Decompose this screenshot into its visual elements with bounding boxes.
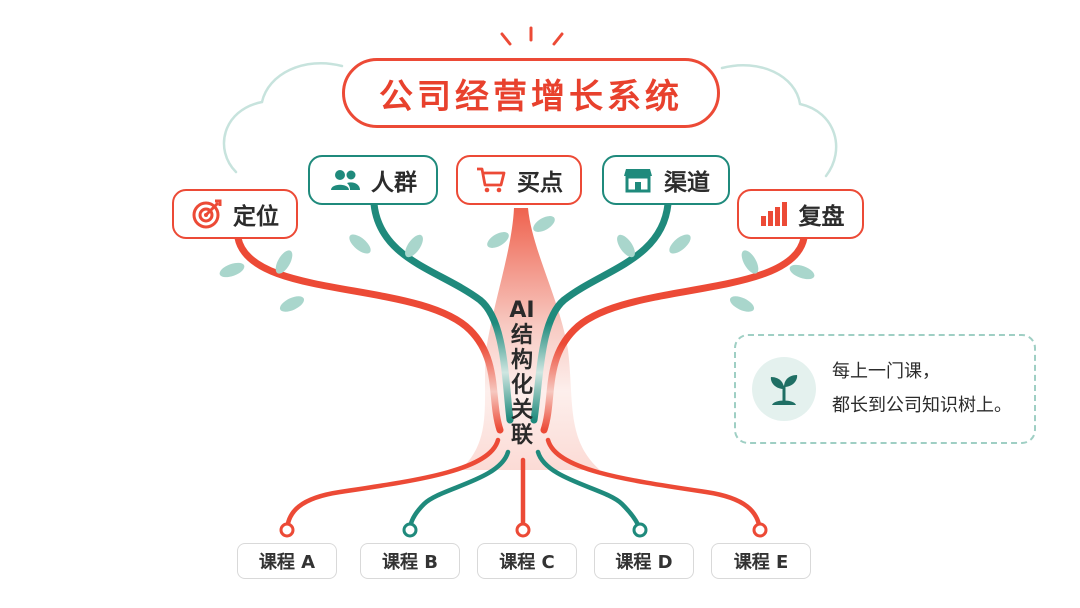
bar-chart-icon <box>757 198 789 230</box>
center-label-ai-structured: AI 结 构 化 关 联 <box>500 298 544 448</box>
node-label: 复盘 <box>798 204 845 230</box>
branch-renqun <box>370 200 514 424</box>
diagram-title: 公司经营增长系统 <box>342 58 720 128</box>
root-course-e <box>545 437 763 533</box>
course-a: 课程 A <box>237 543 337 579</box>
root-course-b <box>407 449 511 533</box>
note-line-1: 每上一门课， <box>832 361 940 382</box>
center-label-char: 关 <box>510 398 533 423</box>
node-label: 买点 <box>517 170 563 196</box>
note-line-2: 都长到公司知识树上。 <box>832 395 1012 416</box>
note-text: 每上一门课， 都长到公司知识树上。 <box>832 355 1012 423</box>
branch-qudao <box>530 200 672 424</box>
branch-dingwei <box>234 234 504 434</box>
note-card: 每上一门课， 都长到公司知识树上。 <box>734 334 1036 444</box>
sparkle-rays <box>500 26 564 46</box>
node-renqun: 人群 <box>308 155 438 205</box>
course-e: 课程 E <box>711 543 811 579</box>
node-label: 定位 <box>233 204 279 230</box>
decorative-leaves <box>219 216 815 312</box>
center-label-char: AI <box>509 298 535 323</box>
node-qudao: 渠道 <box>602 155 730 205</box>
people-icon <box>329 164 361 196</box>
branch-fupan <box>540 234 808 434</box>
cart-icon <box>475 164 507 196</box>
canopy-cloud-outline <box>222 61 838 178</box>
store-icon <box>622 164 654 196</box>
node-fupan: 复盘 <box>737 189 864 239</box>
root-course-d <box>535 449 643 533</box>
course-d: 课程 D <box>594 543 694 579</box>
course-c: 课程 C <box>477 543 577 579</box>
node-label: 渠道 <box>664 170 710 196</box>
center-label-char: 结 <box>510 323 533 348</box>
root-course-a <box>284 437 501 533</box>
sprout-icon <box>752 357 816 421</box>
center-label-char: 联 <box>510 423 533 448</box>
node-dingwei: 定位 <box>172 189 298 239</box>
target-icon <box>191 198 223 230</box>
node-maidian: 买点 <box>456 155 582 205</box>
node-label: 人群 <box>371 170 417 196</box>
course-b: 课程 B <box>360 543 460 579</box>
center-label-char: 构 <box>510 348 533 373</box>
root-endpoints <box>279 522 768 538</box>
center-label-char: 化 <box>510 373 533 398</box>
